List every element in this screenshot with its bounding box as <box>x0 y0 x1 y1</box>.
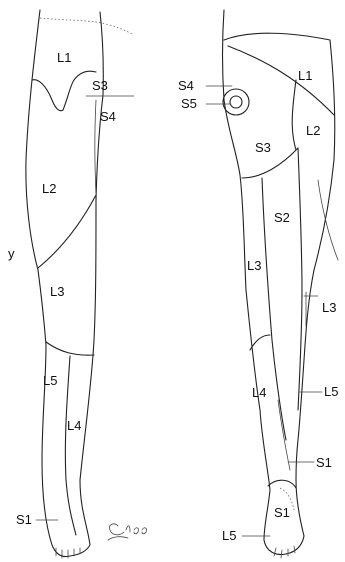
signature-stroke <box>108 524 147 540</box>
posterior-leg-left-outline <box>223 10 305 554</box>
anterior-label-l5: L5 <box>43 373 57 388</box>
posterior-label-s1-sole: S1 <box>274 505 290 520</box>
posterior-labels: S4 S5 L1 L2 S3 S2 L3 L3 L4 L5 S1 S1 L5 <box>178 68 338 543</box>
side-letter: y <box>8 246 15 261</box>
posterior-label-s3: S3 <box>255 140 271 155</box>
anterior-top-edge <box>40 18 132 34</box>
posterior-calf-line <box>278 400 290 470</box>
anterior-label-l4: L4 <box>67 418 81 433</box>
anterior-leg <box>26 10 134 558</box>
posterior-label-l3-left: L3 <box>247 258 261 273</box>
anterior-l2-l3-border <box>38 195 96 268</box>
anterior-medial-contour <box>95 100 96 196</box>
anterior-label-s1: S1 <box>16 512 32 527</box>
posterior-s4-ring <box>223 89 249 115</box>
posterior-leg <box>206 10 338 558</box>
anterior-label-s4: S4 <box>100 109 116 124</box>
posterior-l3-right-marker <box>304 292 318 326</box>
artist-signature <box>108 524 147 540</box>
posterior-l1-border <box>228 46 334 115</box>
posterior-s5-ring <box>230 96 242 108</box>
posterior-label-l5-foot: L5 <box>222 528 236 543</box>
posterior-heel <box>268 480 296 488</box>
anterior-label-s3: S3 <box>92 78 108 93</box>
anterior-toes <box>56 548 80 558</box>
posterior-s2-right-border <box>298 148 302 410</box>
posterior-top-edge <box>224 33 330 40</box>
anterior-l1-border <box>32 71 96 110</box>
anterior-knee-border <box>46 342 94 355</box>
posterior-label-l1: L1 <box>298 68 312 83</box>
anterior-label-l1: L1 <box>57 50 71 65</box>
anterior-label-l3: L3 <box>50 284 64 299</box>
posterior-label-l4: L4 <box>252 385 266 400</box>
anterior-label-l2: L2 <box>42 181 56 196</box>
posterior-faint-edge <box>318 180 338 260</box>
posterior-label-s4: S4 <box>178 78 194 93</box>
posterior-label-s2: S2 <box>274 210 290 225</box>
posterior-label-l5-side: L5 <box>324 384 338 399</box>
posterior-label-l2: L2 <box>306 123 320 138</box>
posterior-l4-border <box>250 335 270 350</box>
posterior-label-s1-heel: S1 <box>316 455 332 470</box>
posterior-label-s5: S5 <box>181 96 197 111</box>
posterior-label-l3-right: L3 <box>322 300 336 315</box>
posterior-l2-border <box>292 80 296 150</box>
anterior-l4-l5-border <box>65 356 76 535</box>
anterior-labels: L1 S3 S4 L2 L3 L5 L4 S1 y <box>8 50 116 527</box>
